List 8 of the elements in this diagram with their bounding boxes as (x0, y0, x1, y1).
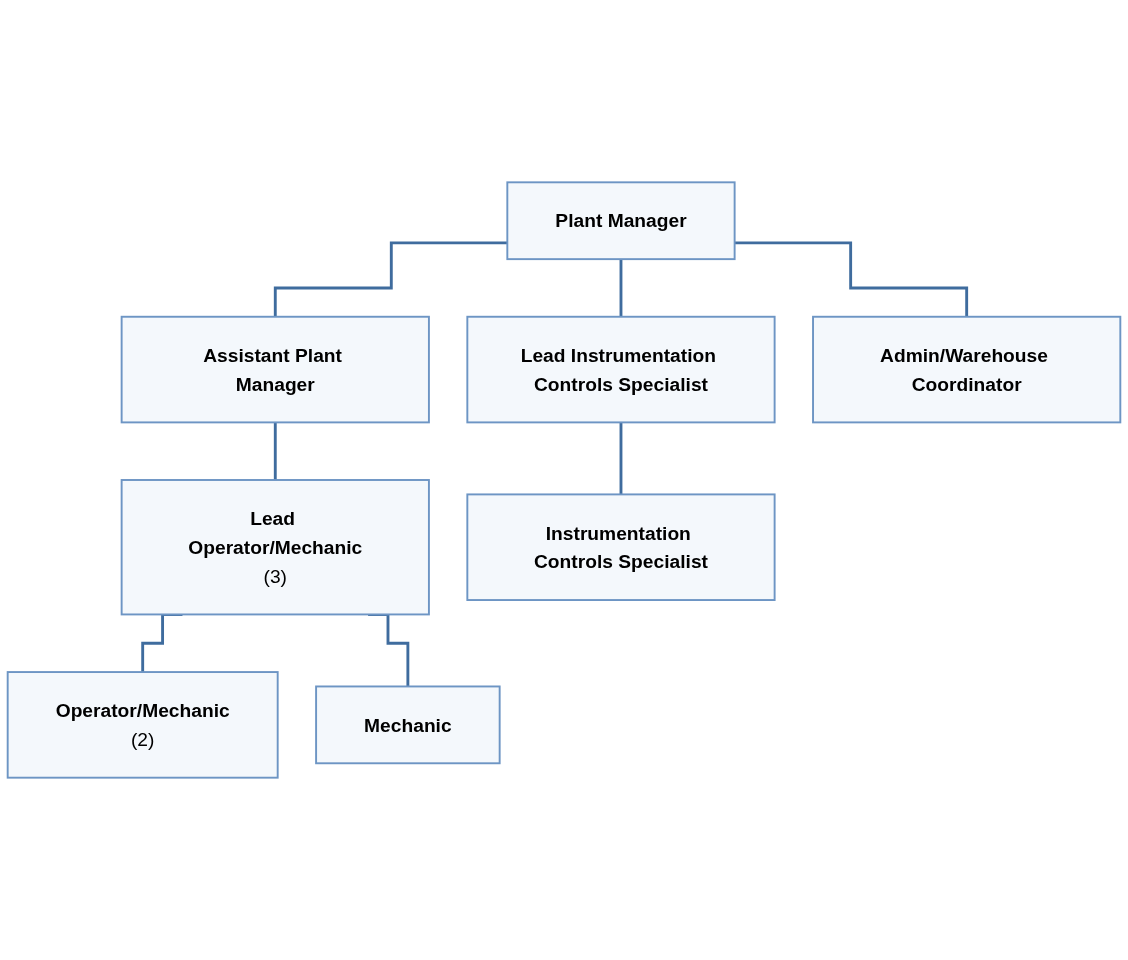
node-box: Instrumentation Controls Specialist (466, 493, 776, 601)
node-box: Operator/Mechanic (2) (6, 671, 279, 779)
node-box: Lead Operator/Mechanic (3) (120, 479, 430, 616)
node-box: Plant Manager (506, 181, 736, 261)
node-box: Admin/Warehouse Coordinator (812, 315, 1122, 424)
node-box: Mechanic (315, 685, 501, 765)
node-box: Lead Instrumentation Controls Specialist (466, 315, 776, 424)
node-box: Assistant Plant Manager (120, 315, 430, 424)
